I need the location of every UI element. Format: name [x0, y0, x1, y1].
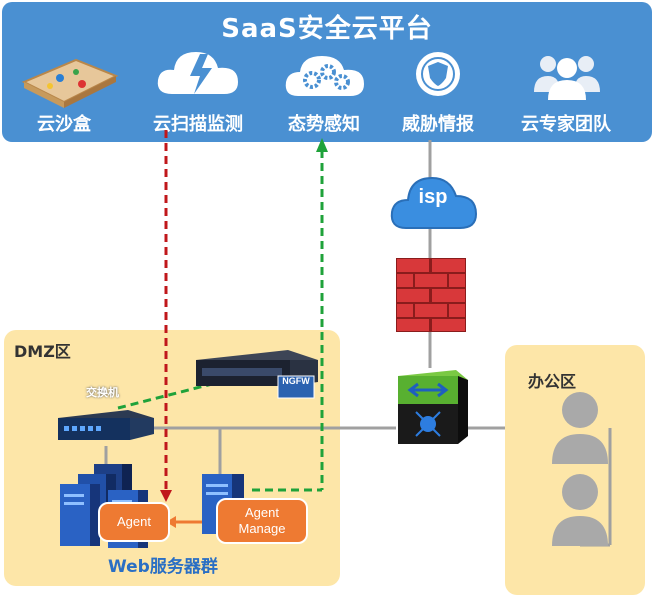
isp-cloud-icon	[390, 176, 478, 229]
ngfw-device-icon	[196, 350, 318, 399]
firewall-icon	[396, 258, 466, 332]
red-arrow-head	[160, 490, 172, 502]
core-switch-icon	[398, 370, 468, 444]
switch-label: 交换机	[86, 386, 119, 399]
orange-arrow-head	[166, 516, 176, 528]
office-user-icon	[552, 392, 608, 464]
office-zone	[505, 345, 645, 595]
office-user-icon	[552, 474, 608, 546]
cloud-gears-icon	[285, 56, 364, 96]
ngfw-label: NGFW	[282, 376, 310, 386]
team-icon	[534, 56, 600, 100]
agent-box: Agent	[98, 502, 170, 542]
platform-title: SaaS安全云平台	[221, 14, 433, 44]
globe-shield-icon	[416, 52, 460, 96]
agent-manage-box: Agent Manage	[216, 498, 308, 544]
service-label-sandbox: 云沙盒	[37, 114, 91, 135]
office-zone-label: 办公区	[528, 372, 577, 391]
service-label-scan: 云扫描监测	[153, 114, 243, 135]
service-label-situation: 态势感知	[288, 114, 360, 135]
dmz-zone-label: DMZ区	[14, 342, 71, 361]
isp-label: isp	[418, 186, 448, 208]
service-label-threat-intel: 威胁情报	[402, 114, 474, 135]
service-label-expert-team: 云专家团队	[521, 114, 611, 135]
green-arrow-head	[316, 138, 328, 152]
green-dashed-ngfw-path	[117, 382, 213, 410]
sandbox-icon	[21, 58, 119, 108]
cloud-lightning-icon	[157, 52, 238, 94]
web-server-group-label: Web服务器群	[108, 557, 218, 577]
dmz-switch-icon	[58, 410, 154, 440]
